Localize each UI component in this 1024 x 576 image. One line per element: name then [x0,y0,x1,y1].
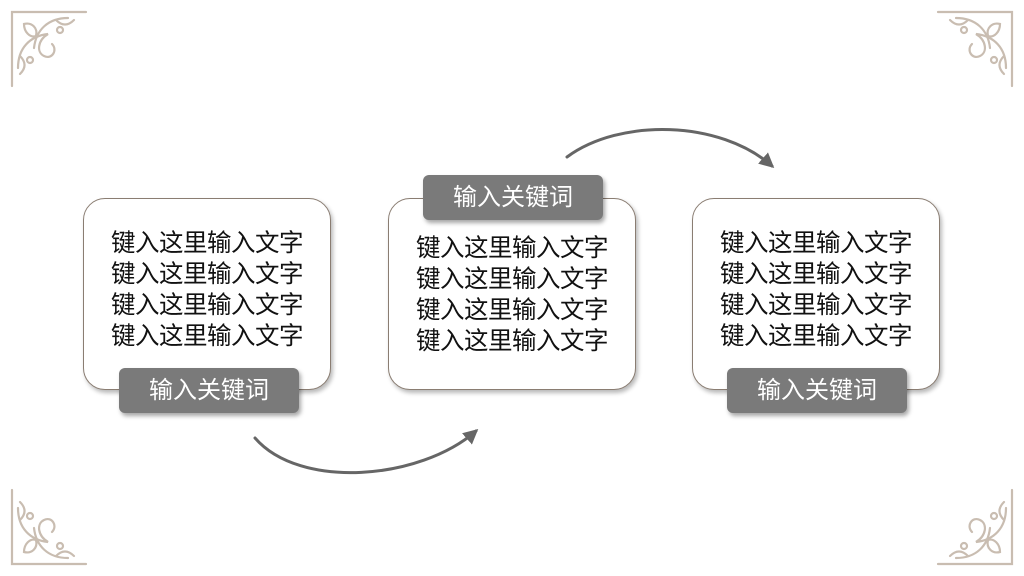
card-text: 键入这里输入文字 键入这里输入文字 键入这里输入文字 键入这里输入文字 [720,227,913,351]
corner-ornament-icon [936,10,1014,88]
text-line: 键入这里输入文字 [111,321,304,350]
text-line: 键入这里输入文字 [416,264,609,293]
corner-ornament-icon [10,10,88,88]
text-line: 键入这里输入文字 [416,233,609,262]
keyword-tag-1: 输入关键词 [119,368,299,413]
corner-ornament-icon [10,488,88,566]
keyword-tag-2: 输入关键词 [423,175,603,220]
text-line: 键入这里输入文字 [111,290,304,319]
text-line: 键入这里输入文字 [720,321,913,350]
text-line: 键入这里输入文字 [416,295,609,324]
card-text: 键入这里输入文字 键入这里输入文字 键入这里输入文字 键入这里输入文字 [416,232,609,356]
corner-ornament-icon [936,488,1014,566]
card-text: 键入这里输入文字 键入这里输入文字 键入这里输入文字 键入这里输入文字 [111,227,304,351]
step-card-3: 键入这里输入文字 键入这里输入文字 键入这里输入文字 键入这里输入文字 [692,198,940,390]
arrow-icon [565,128,775,168]
step-card-1: 键入这里输入文字 键入这里输入文字 键入这里输入文字 键入这里输入文字 [83,198,331,390]
text-line: 键入这里输入文字 [111,228,304,257]
text-line: 键入这里输入文字 [720,228,913,257]
text-line: 键入这里输入文字 [720,290,913,319]
keyword-tag-3: 输入关键词 [727,368,907,413]
text-line: 键入这里输入文字 [416,326,609,355]
arrow-icon [253,429,479,475]
text-line: 键入这里输入文字 [720,259,913,288]
text-line: 键入这里输入文字 [111,259,304,288]
step-card-2: 键入这里输入文字 键入这里输入文字 键入这里输入文字 键入这里输入文字 [388,198,636,390]
